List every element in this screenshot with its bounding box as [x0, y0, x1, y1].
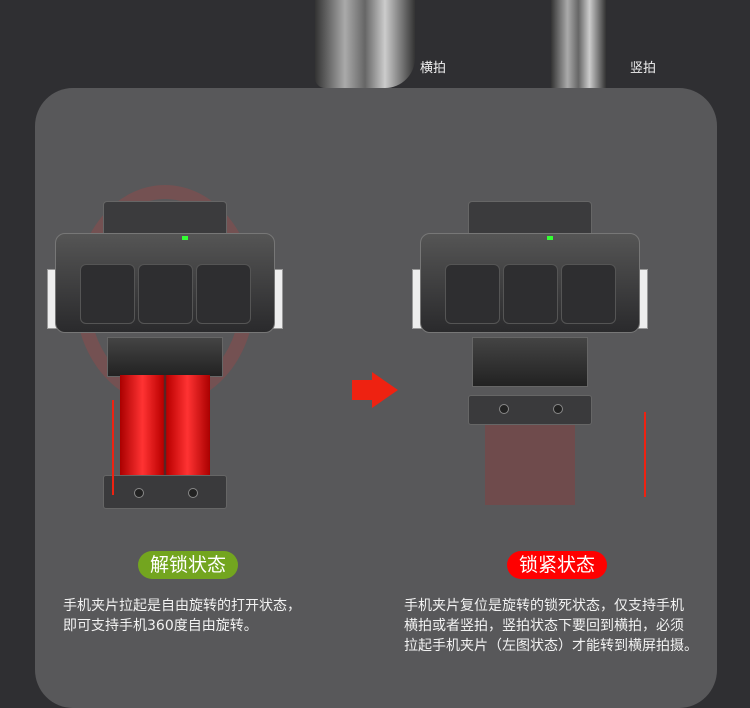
right-arrow-icon	[352, 380, 374, 400]
mount-portrait-image	[551, 0, 606, 88]
mount-landscape-image	[315, 0, 415, 88]
up-arrow-icon	[644, 412, 646, 497]
right-arrow-head-icon	[372, 372, 398, 408]
desc-line: 即可支持手机360度自由旋转。	[63, 618, 258, 634]
desc-line: 横拍或者竖拍，竖拍状态下要回到横拍，必须	[404, 618, 684, 634]
locked-device-image	[380, 185, 680, 515]
portrait-label: 竖拍	[630, 61, 657, 76]
unlocked-status-badge: 解锁状态	[138, 551, 239, 579]
desc-line: 手机夹片复位是旋转的锁死状态，仅支持手机	[404, 598, 684, 614]
desc-line: 拉起手机夹片（左图状态）才能转到横屏拍摄。	[404, 638, 698, 654]
up-down-arrow-icon	[112, 400, 114, 495]
unlocked-description: 手机夹片拉起是自由旋转的打开状态， 即可支持手机360度自由旋转。	[63, 596, 301, 636]
locked-status-badge: 锁紧状态	[507, 551, 608, 579]
desc-line: 手机夹片拉起是自由旋转的打开状态，	[63, 598, 301, 614]
unlocked-device-image	[15, 185, 315, 515]
landscape-label: 横拍	[420, 61, 447, 76]
locked-description: 手机夹片复位是旋转的锁死状态，仅支持手机 横拍或者竖拍，竖拍状态下要回到横拍，必…	[404, 596, 698, 656]
